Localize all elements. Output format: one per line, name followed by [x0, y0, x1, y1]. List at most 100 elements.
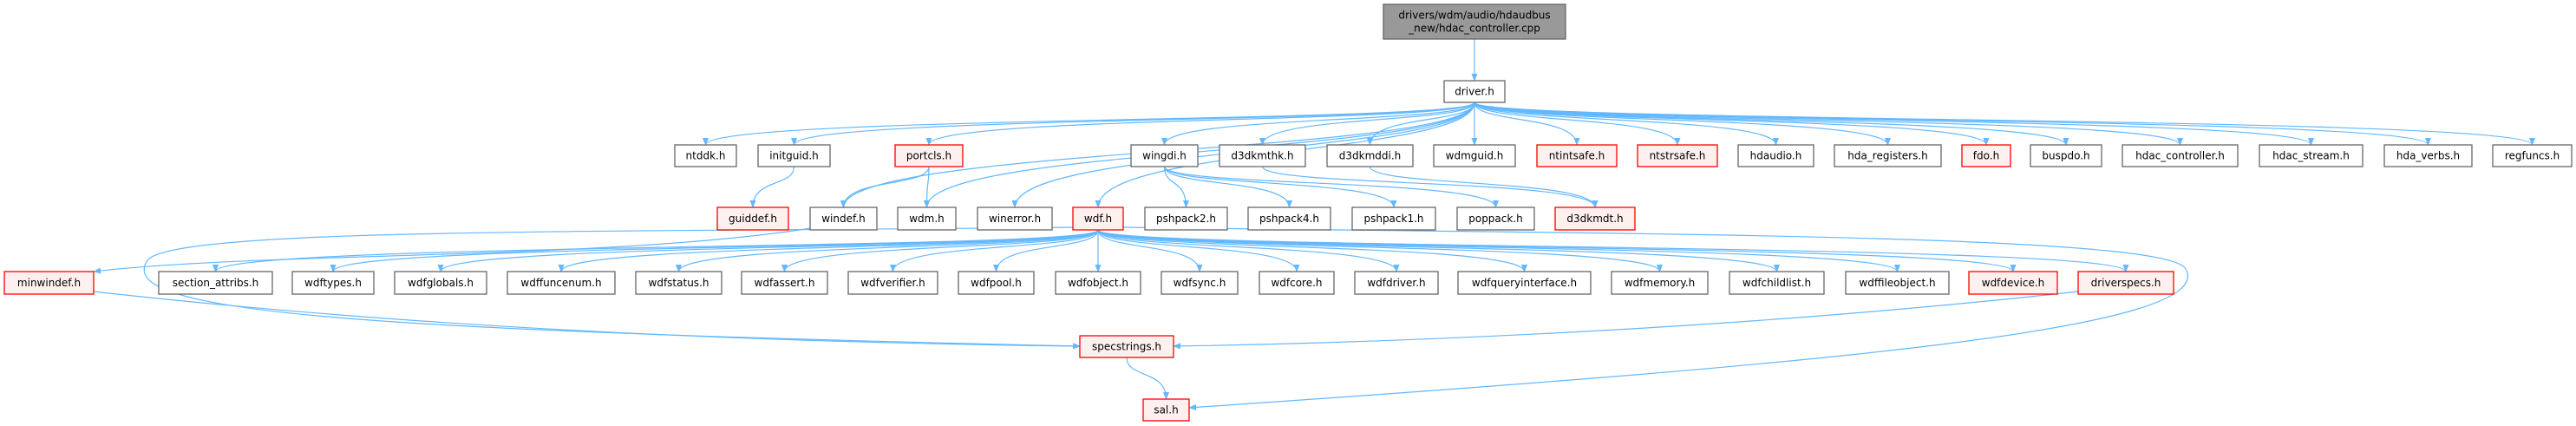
node-box: [1072, 206, 1124, 231]
node-wdf[interactable]: wdf.h: [1072, 206, 1124, 231]
node-wdfverifier[interactable]: wdfverifier.h: [847, 271, 938, 295]
node-driverspecs[interactable]: driverspecs.h: [2077, 271, 2174, 295]
node-guiddef[interactable]: guiddef.h: [716, 206, 789, 231]
node-hda-verbs[interactable]: hda_verbs.h: [2383, 144, 2473, 167]
node-pshpack1[interactable]: pshpack1.h: [1351, 206, 1436, 231]
node-wdfpool[interactable]: wdfpool.h: [958, 271, 1035, 295]
node-ntstrsafe[interactable]: ntstrsafe.h: [1637, 144, 1718, 167]
node-wdffileobject[interactable]: wdffileobject.h: [1845, 271, 1950, 295]
node-driver[interactable]: driver.h: [1443, 80, 1506, 103]
node-label: wdfdevice.h: [1982, 277, 2045, 289]
node-box: [158, 271, 273, 295]
node-specstrings[interactable]: specstrings.h: [1079, 335, 1174, 358]
edge-wdf-to-wdfstatus: [676, 229, 1099, 272]
node-label: pshpack1.h: [1363, 213, 1423, 225]
node-wdftypes[interactable]: wdftypes.h: [291, 271, 375, 295]
node-box: [741, 271, 828, 295]
node-label: _new/hdac_controller.cpp: [1408, 23, 1540, 35]
node-wdfmemory[interactable]: wdfmemory.h: [1611, 271, 1709, 295]
node-box: [1637, 144, 1718, 167]
node-ntddk[interactable]: ntddk.h: [674, 144, 737, 167]
node-section-attribs[interactable]: section_attribs.h: [158, 271, 273, 295]
node-wdfsync[interactable]: wdfsync.h: [1161, 271, 1239, 295]
node-label: wdf.h: [1084, 213, 1112, 225]
node-sal[interactable]: sal.h: [1142, 398, 1190, 422]
edge-driver-to-fdo: [1474, 102, 1990, 146]
node-box: [2077, 271, 2174, 295]
node-wdfqueryinterface[interactable]: wdfqueryinterface.h: [1457, 271, 1592, 295]
edge-driver-to-buspdo: [1474, 102, 2069, 146]
node-box: [1456, 206, 1535, 231]
node-box: [716, 206, 789, 231]
edge-wdf-to-driverspecs: [1097, 229, 2129, 272]
node-wdfobject[interactable]: wdfobject.h: [1055, 271, 1141, 295]
node-label: winerror.h: [989, 213, 1041, 225]
edge-d3dkmthk-to-d3dkmdt: [1261, 166, 1599, 208]
edge-driver-to-hda_registers: [1474, 102, 1891, 146]
node-box: [674, 144, 737, 167]
node-fdo[interactable]: fdo.h: [1961, 144, 2011, 167]
node-box: [1968, 271, 2058, 295]
node-winerror[interactable]: winerror.h: [977, 206, 1053, 231]
edge-driver-to-regfuncs: [1474, 102, 2535, 146]
node-wdm[interactable]: wdm.h: [897, 206, 957, 231]
node-hdac-stream[interactable]: hdac_stream.h: [2259, 144, 2364, 167]
node-box: [809, 206, 878, 231]
node-d3dkmdt[interactable]: d3dkmdt.h: [1554, 206, 1636, 231]
node-wdffuncenum[interactable]: wdffuncenum.h: [507, 271, 616, 295]
node-label: wdfchildlist.h: [1742, 277, 1811, 289]
node-box: [847, 271, 938, 295]
node-label: specstrings.h: [1092, 341, 1161, 353]
node-label: portcls.h: [906, 150, 951, 162]
node-hdaudio[interactable]: hdaudio.h: [1737, 144, 1814, 167]
node-wdfassert[interactable]: wdfassert.h: [741, 271, 828, 295]
node-box: [1161, 271, 1239, 295]
node-label: wdfcore.h: [1271, 277, 1322, 289]
node-minwindef[interactable]: minwindef.h: [3, 271, 95, 295]
node-wdfglobals[interactable]: wdfglobals.h: [394, 271, 487, 295]
node-wdfcore[interactable]: wdfcore.h: [1259, 271, 1335, 295]
edge-minwindef-to-specstrings: [93, 291, 1081, 350]
node-portcls[interactable]: portcls.h: [894, 144, 964, 167]
node-label: wdffuncenum.h: [520, 277, 601, 289]
node-initguid[interactable]: initguid.h: [757, 144, 831, 167]
node-hdac-controller[interactable]: hdac_controller.h: [2122, 144, 2239, 167]
node-box: [1443, 80, 1506, 103]
node-wdfdriver[interactable]: wdfdriver.h: [1354, 271, 1439, 295]
edge-windef-to-minwindef: [93, 227, 812, 274]
edge-specstrings-to-sal: [1126, 357, 1170, 400]
edge-wingdi-to-pshpack4: [1163, 166, 1293, 208]
node-pshpack2[interactable]: pshpack2.h: [1144, 206, 1228, 231]
node-d3dkmthk[interactable]: d3dkmthk.h: [1219, 144, 1306, 167]
edge-wdf-to-wdfsync: [1097, 229, 1203, 272]
node-box: [1259, 271, 1335, 295]
node-d3dkmddi[interactable]: d3dkmddi.h: [1326, 144, 1414, 167]
node-box: [507, 271, 616, 295]
node-root[interactable]: drivers/wdm/audio/hdaudbus_new/hdac_cont…: [1383, 3, 1566, 40]
node-label: wdfglobals.h: [408, 277, 474, 289]
node-windef[interactable]: windef.h: [809, 206, 878, 231]
node-box: [1351, 206, 1436, 231]
node-wingdi[interactable]: wingdi.h: [1130, 144, 1199, 167]
edge-wdf-to-wdfdriver: [1097, 229, 1400, 272]
node-box: [291, 271, 375, 295]
node-box: [1130, 144, 1199, 167]
node-wdmguid[interactable]: wdmguid.h: [1433, 144, 1516, 167]
node-label: minwindef.h: [17, 277, 81, 289]
node-box: [1144, 206, 1228, 231]
node-pshpack4[interactable]: pshpack4.h: [1247, 206, 1331, 231]
node-buspdo[interactable]: buspdo.h: [2030, 144, 2102, 167]
edge-wdf-to-wdfglobals: [437, 229, 1099, 272]
node-wdfdevice[interactable]: wdfdevice.h: [1968, 271, 2058, 295]
edge-driver-to-d3dkmddi: [1366, 102, 1475, 146]
node-wdfstatus[interactable]: wdfstatus.h: [635, 271, 722, 295]
node-label: initguid.h: [769, 150, 819, 162]
node-hda-registers[interactable]: hda_registers.h: [1834, 144, 1942, 167]
node-wdfchildlist[interactable]: wdfchildlist.h: [1729, 271, 1825, 295]
node-poppack[interactable]: poppack.h: [1456, 206, 1535, 231]
node-regfuncs[interactable]: regfuncs.h: [2492, 144, 2573, 167]
node-box: [1079, 335, 1174, 358]
node-label: wdfverifier.h: [860, 277, 925, 289]
node-ntintsafe[interactable]: ntintsafe.h: [1536, 144, 1618, 167]
